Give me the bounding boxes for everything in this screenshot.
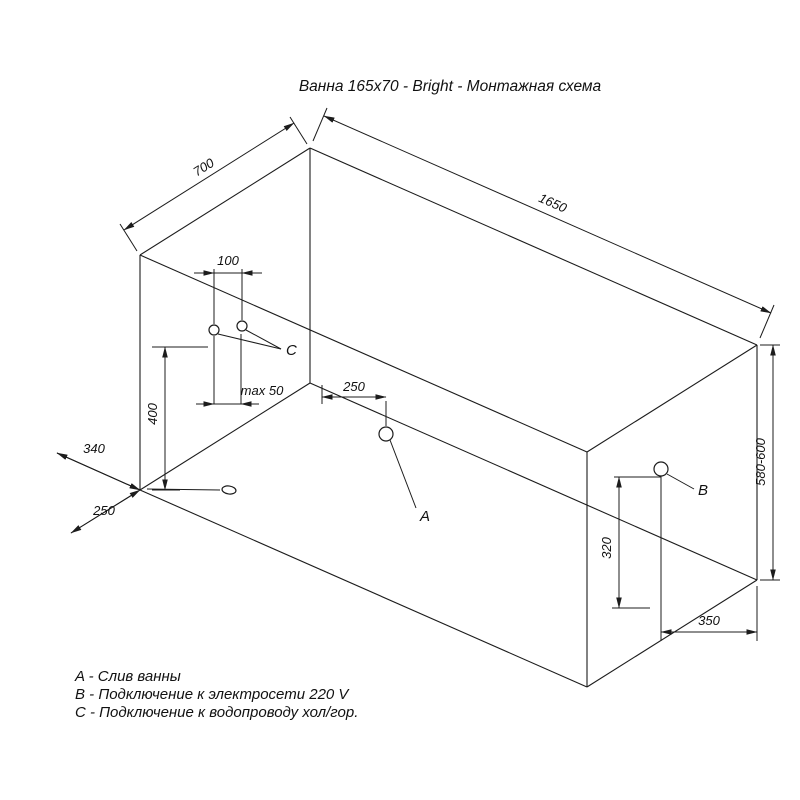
point-a-drain: A [378,426,430,525]
dim-320: 320 [599,476,661,609]
socket-point-marker [653,461,669,477]
dim-340: 340 [56,441,141,491]
dim-700-label: 700 [190,155,217,180]
dim-350: 350 [660,586,758,641]
dim-100: 100 [194,253,262,324]
point-b-socket: B [653,461,708,641]
point-c-water: C [208,320,297,359]
dim-height-580-600: 580-600 [753,344,780,581]
dim-max50: max 50 [196,334,284,407]
dim-400: 400 [145,346,208,491]
point-c-label: C [286,342,297,359]
dim-350-label: 350 [698,613,720,628]
dim-700: 700 [119,116,308,252]
dim-height-label: 580-600 [753,437,768,485]
drawing-title: Ванна 165x70 - Bright - Монтажная схема [299,78,602,95]
legend-item-water: C - Подключение к водопроводу хол/гор. [75,704,358,721]
dim-1650: 1650 [312,107,775,339]
drain-point-marker [378,426,394,442]
dim-250-drain-label: 250 [342,379,365,394]
dim-250-floor: 250 [70,489,141,534]
dim-250-floor-label: 250 [92,503,115,518]
floor-drain-outlet [146,485,237,495]
dim-max50-label: max 50 [241,383,284,398]
bathtub-box-wireframe [56,147,758,688]
legend: A - Слив ванны B - Подключение к электро… [74,668,358,721]
water-pipe-marker [236,320,248,332]
dim-320-label: 320 [599,536,614,558]
floor-drain-marker [221,485,237,495]
dim-400-label: 400 [145,402,160,424]
water-pipe-marker [208,324,220,336]
point-b-label: B [698,482,708,499]
legend-item-socket: B - Подключение к электросети 220 V [75,686,350,703]
dim-100-label: 100 [217,253,239,268]
point-a-label: A [419,508,430,525]
dim-340-label: 340 [83,441,105,456]
legend-item-drain: A - Слив ванны [74,668,181,685]
dim-250-drain: 250 [321,379,387,426]
